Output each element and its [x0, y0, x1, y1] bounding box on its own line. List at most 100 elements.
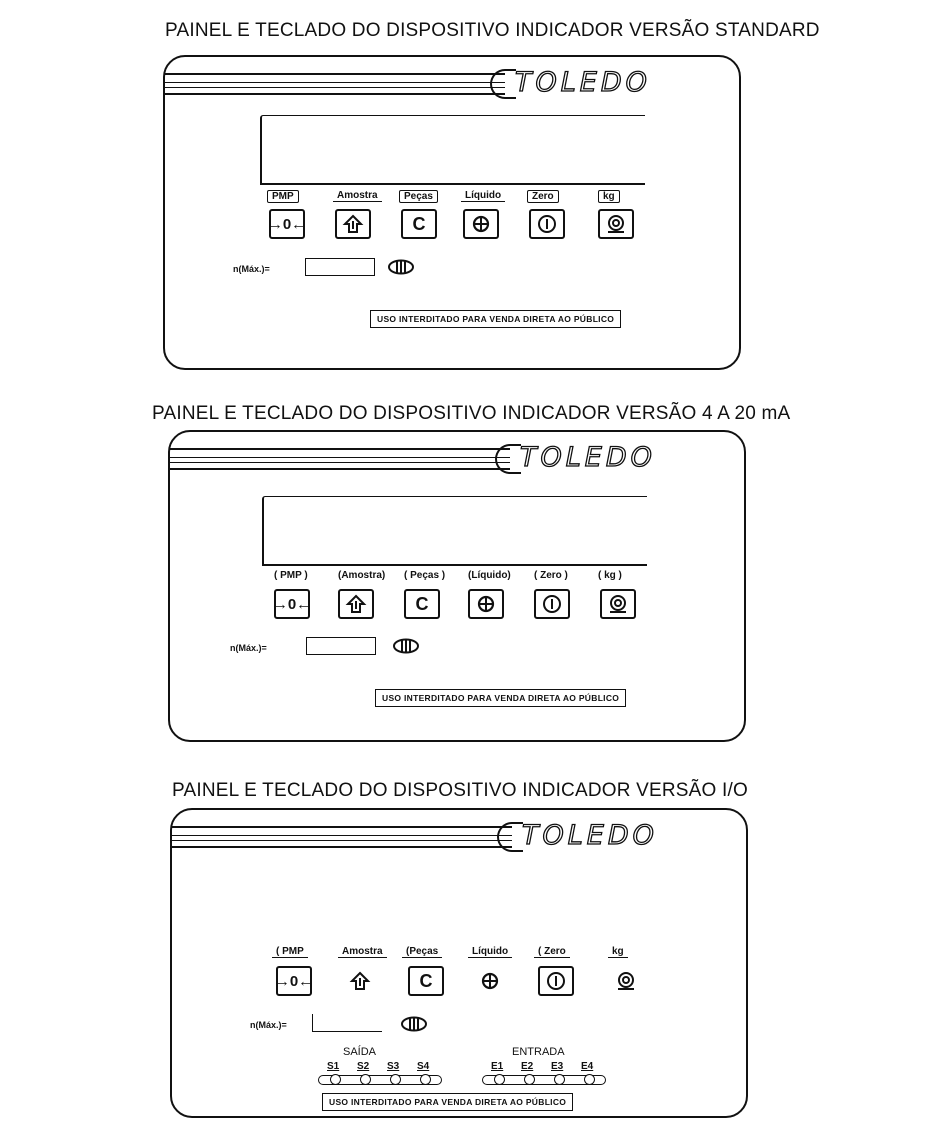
key-label-kg: kg [598, 190, 620, 203]
saida-label: SAÍDA [343, 1046, 377, 1058]
amostra-key[interactable] [338, 589, 374, 619]
weight-display [262, 496, 647, 566]
key-label-amostra: Amostra [338, 946, 387, 958]
saida-s1-label: S1 [327, 1061, 340, 1072]
key-label-kg: kg [608, 946, 628, 958]
key-label-pmp: ( PMP ) [274, 570, 308, 581]
restriction-notice: USO INTERDITADO PARA VENDA DIRETA AO PÚB… [322, 1093, 574, 1111]
entrada-strip [482, 1075, 606, 1085]
sample-arrow-icon [349, 971, 371, 990]
restriction-notice: USO INTERDITADO PARA VENDA DIRETA AO PÚB… [375, 689, 627, 707]
pecas-key[interactable]: C [401, 209, 437, 239]
decor-stripes [165, 73, 505, 95]
cross-circle-icon [481, 972, 499, 990]
pecas-key[interactable]: C [408, 966, 444, 996]
c-icon: C [412, 213, 426, 234]
amostra-key[interactable] [335, 209, 371, 239]
saida-s3-label: S3 [387, 1061, 400, 1072]
logo-frame [495, 444, 521, 474]
saida-s1-lamp [330, 1074, 341, 1085]
key-label-pecas: (Peças [402, 946, 443, 958]
zero-key[interactable] [529, 209, 565, 239]
key-label-kg: ( kg ) [598, 570, 622, 581]
kg-key[interactable] [600, 589, 636, 619]
nmax-label: n(Máx.)= [230, 643, 267, 653]
c-icon: C [419, 970, 433, 991]
liquido-key[interactable] [472, 966, 508, 996]
saida-s3-lamp [390, 1074, 401, 1085]
zero-arrows-icon: →0← [272, 595, 312, 613]
brand-logo: TOLEDO [514, 66, 651, 98]
entrada-e1-lamp [494, 1074, 505, 1085]
power-circle-icon [547, 972, 565, 990]
panel-title: PAINEL E TECLADO DO DISPOSITIVO INDICADO… [172, 780, 748, 801]
key-label-amostra: Amostra [333, 190, 382, 202]
kg-key[interactable] [608, 966, 644, 996]
indicator-panel-standard: TOLEDO PMP Amostra Peças Líquido Zero kg… [163, 55, 741, 370]
saida-s2-label: S2 [357, 1061, 370, 1072]
saida-s2-lamp [360, 1074, 371, 1085]
entrada-e3-label: E3 [551, 1061, 564, 1072]
saida-s4-label: S4 [417, 1061, 430, 1072]
key-label-pecas: Peças [399, 190, 438, 203]
cross-circle-icon [472, 215, 490, 233]
zero-arrows-icon: →0← [274, 972, 314, 990]
entrada-e3-lamp [554, 1074, 565, 1085]
liquido-key[interactable] [463, 209, 499, 239]
key-label-liquido: (Líquido) [468, 570, 511, 581]
target-icon [608, 215, 624, 233]
pecas-key[interactable]: C [404, 589, 440, 619]
amostra-key[interactable] [342, 966, 378, 996]
pmp-key[interactable]: →0← [272, 589, 312, 619]
weight-display [260, 115, 645, 185]
key-label-liquido: Líquido [461, 190, 506, 202]
kg-key[interactable] [598, 209, 634, 239]
zero-key[interactable] [538, 966, 574, 996]
pmp-key[interactable]: →0← [267, 209, 307, 239]
nmax-field [305, 258, 375, 276]
power-circle-icon [538, 215, 556, 233]
target-icon [610, 595, 626, 613]
logo-frame [490, 69, 516, 99]
zero-key[interactable] [534, 589, 570, 619]
key-label-liquido: Líquido [468, 946, 513, 958]
nmax-field [306, 637, 376, 655]
saida-strip [318, 1075, 442, 1085]
entrada-e4-lamp [584, 1074, 595, 1085]
entrada-e4-label: E4 [581, 1061, 594, 1072]
seal-icon [388, 259, 414, 275]
key-label-zero: ( Zero [534, 946, 570, 958]
power-circle-icon [543, 595, 561, 613]
brand-logo: TOLEDO [521, 819, 658, 851]
entrada-e1-label: E1 [491, 1061, 504, 1072]
entrada-e2-lamp [524, 1074, 535, 1085]
key-label-pmp: PMP [267, 190, 299, 203]
decor-stripes [172, 826, 512, 848]
indicator-panel-4-20ma: TOLEDO ( PMP ) (Amostra) ( Peças ) (Líqu… [168, 430, 746, 742]
sample-arrow-icon [342, 214, 364, 233]
key-label-pecas: ( Peças ) [404, 570, 446, 581]
nmax-field [312, 1014, 382, 1032]
entrada-label: ENTRADA [512, 1046, 565, 1058]
entrada-e2-label: E2 [521, 1061, 534, 1072]
target-icon [618, 972, 634, 990]
cross-circle-icon [477, 595, 495, 613]
seal-icon [401, 1016, 427, 1032]
panel-title: PAINEL E TECLADO DO DISPOSITIVO INDICADO… [165, 20, 820, 41]
indicator-panel-io: TOLEDO ( PMP Amostra (Peças Líquido ( Ze… [170, 808, 748, 1118]
nmax-label: n(Máx.)= [250, 1020, 287, 1030]
logo-frame [497, 822, 523, 852]
brand-logo: TOLEDO [519, 441, 656, 473]
decor-stripes [170, 448, 510, 470]
pmp-key[interactable]: →0← [274, 966, 314, 996]
liquido-key[interactable] [468, 589, 504, 619]
zero-arrows-icon: →0← [267, 215, 307, 233]
key-label-amostra: (Amostra) [338, 570, 386, 581]
nmax-label: n(Máx.)= [233, 264, 270, 274]
restriction-notice: USO INTERDITADO PARA VENDA DIRETA AO PÚB… [370, 310, 622, 328]
key-label-zero: Zero [527, 190, 559, 203]
sample-arrow-icon [345, 594, 367, 613]
key-label-zero: ( Zero ) [534, 570, 568, 581]
key-label-pmp: ( PMP [272, 946, 308, 958]
seal-icon [393, 638, 419, 654]
